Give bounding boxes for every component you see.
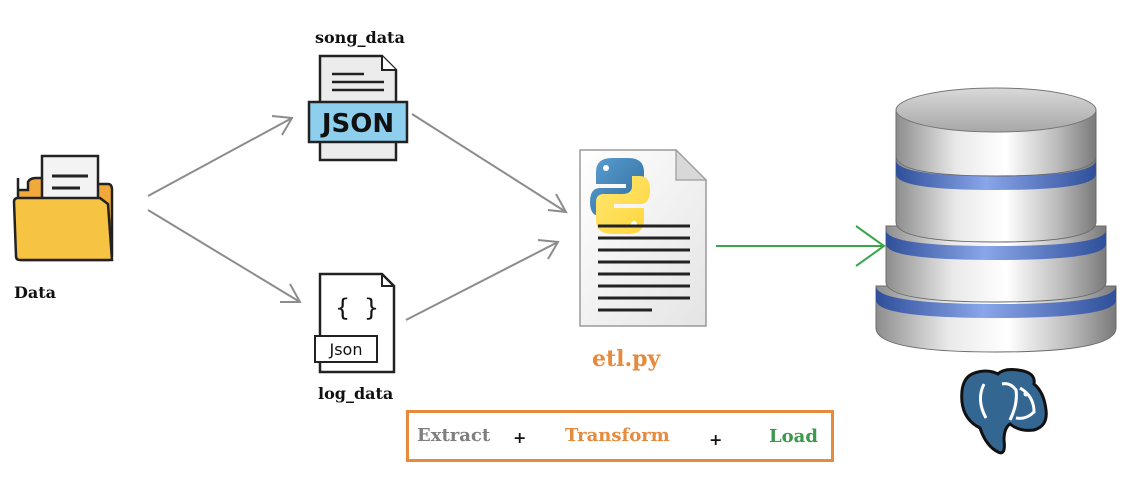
json-file-icon: JSON — [307, 54, 409, 162]
arrow-data-to-log — [147, 209, 302, 303]
legend-transform: Transform — [565, 425, 670, 446]
python-file-icon — [579, 148, 708, 327]
json-badge: JSON — [320, 109, 394, 139]
legend-plus-1: + — [513, 428, 527, 447]
arrow-log-to-etl — [405, 239, 560, 321]
json-code-file-icon: { } Json — [314, 272, 396, 374]
etl-legend: Extract + Transform + Load — [406, 410, 834, 462]
arrow-song-to-etl — [411, 113, 568, 214]
arrow-etl-to-db — [716, 225, 886, 267]
legend-load: Load — [769, 426, 818, 447]
legend-extract: Extract — [417, 425, 491, 446]
postgresql-elephant-icon — [960, 368, 1048, 455]
log-data-label: log_data — [318, 384, 393, 403]
script-label: etl.py — [592, 346, 662, 372]
json-small-badge: Json — [329, 340, 363, 359]
song-data-label: song_data — [315, 28, 405, 47]
source-label: Data — [14, 283, 56, 302]
python-logo-icon — [590, 158, 650, 234]
legend-plus-2: + — [709, 430, 723, 449]
folder-icon — [12, 154, 114, 262]
code-braces-glyph: { } — [335, 294, 378, 322]
arrow-data-to-song — [147, 115, 294, 197]
database-icon — [875, 87, 1117, 353]
